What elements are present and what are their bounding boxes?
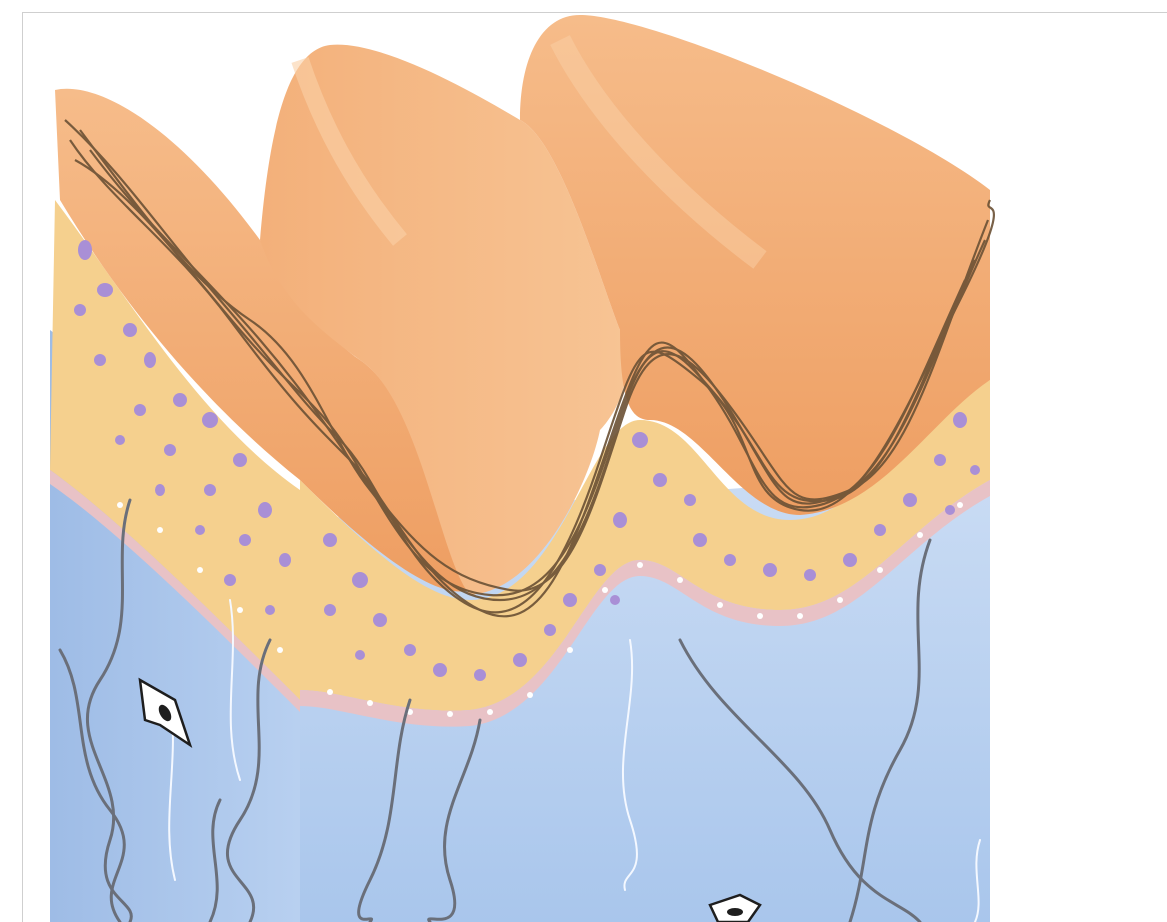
- figure-frame: [0, 0, 1167, 922]
- skin-illustration: [0, 0, 1167, 922]
